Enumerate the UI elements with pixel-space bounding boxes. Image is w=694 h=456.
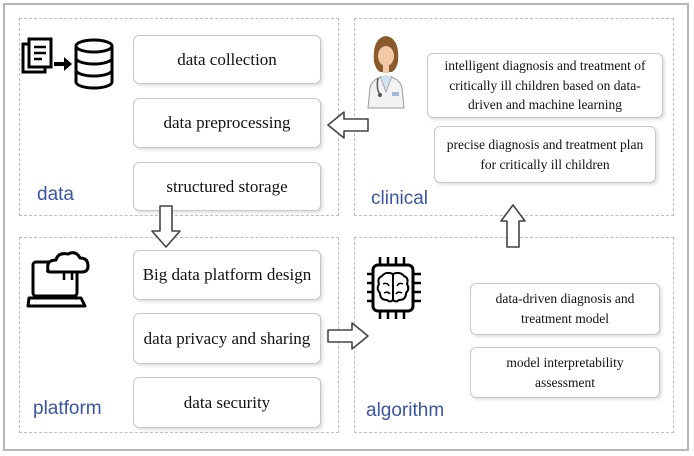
arrow-down-icon	[151, 205, 181, 248]
precise-diagnosis-box: precise diagnosis and treatment plan for…	[434, 126, 656, 183]
diagnosis-model-box: data-driven diagnosis and treatment mode…	[470, 283, 660, 335]
data-section-label: data	[37, 184, 74, 205]
data-security-box: data security	[133, 377, 321, 428]
structured-storage-box: structured storage	[133, 162, 321, 211]
platform-design-box: Big data platform design	[133, 250, 321, 300]
interpretability-box: model interpretability assessment	[470, 347, 660, 398]
arrow-left-icon	[327, 111, 369, 139]
intelligent-diagnosis-box: intelligent diagnosis and treatment of c…	[427, 53, 663, 118]
algorithm-section-label: algorithm	[366, 400, 445, 421]
arrow-up-icon	[500, 204, 526, 248]
data-preprocessing-box: data preprocessing	[133, 98, 321, 148]
privacy-sharing-box: data privacy and sharing	[133, 313, 321, 364]
doctor-icon	[367, 36, 405, 109]
platform-section-label: platform	[33, 398, 102, 419]
arrow-right-icon	[327, 322, 369, 350]
brain-chip-icon	[367, 257, 421, 319]
documents-to-database-icon	[21, 37, 114, 90]
cloud-computer-icon	[26, 251, 90, 308]
clinical-section-label: clinical	[371, 188, 429, 209]
data-collection-box: data collection	[133, 35, 321, 84]
